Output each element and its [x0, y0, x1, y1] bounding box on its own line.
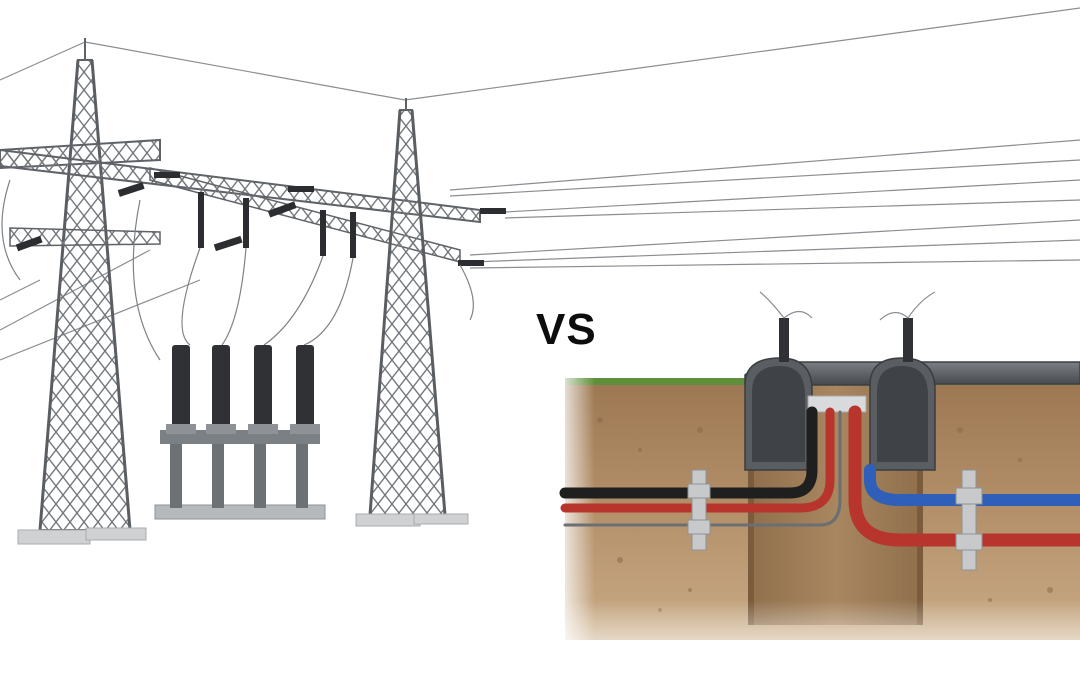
substation-breakers: [154, 345, 326, 520]
underground-cross-section: [555, 370, 1080, 675]
transmission-tower-right: [355, 98, 469, 527]
underground-cables: [559, 405, 1080, 547]
suspension-insulators: [15, 172, 506, 266]
terminal-bushings: [759, 291, 936, 362]
gantry-beam: [0, 148, 481, 263]
vs-label: VS: [536, 305, 597, 354]
transmission-tower-left: [0, 38, 161, 545]
cable-clamps: [687, 469, 983, 571]
cable-hoods: [744, 357, 1080, 471]
jumper-wires: [1, 179, 474, 361]
